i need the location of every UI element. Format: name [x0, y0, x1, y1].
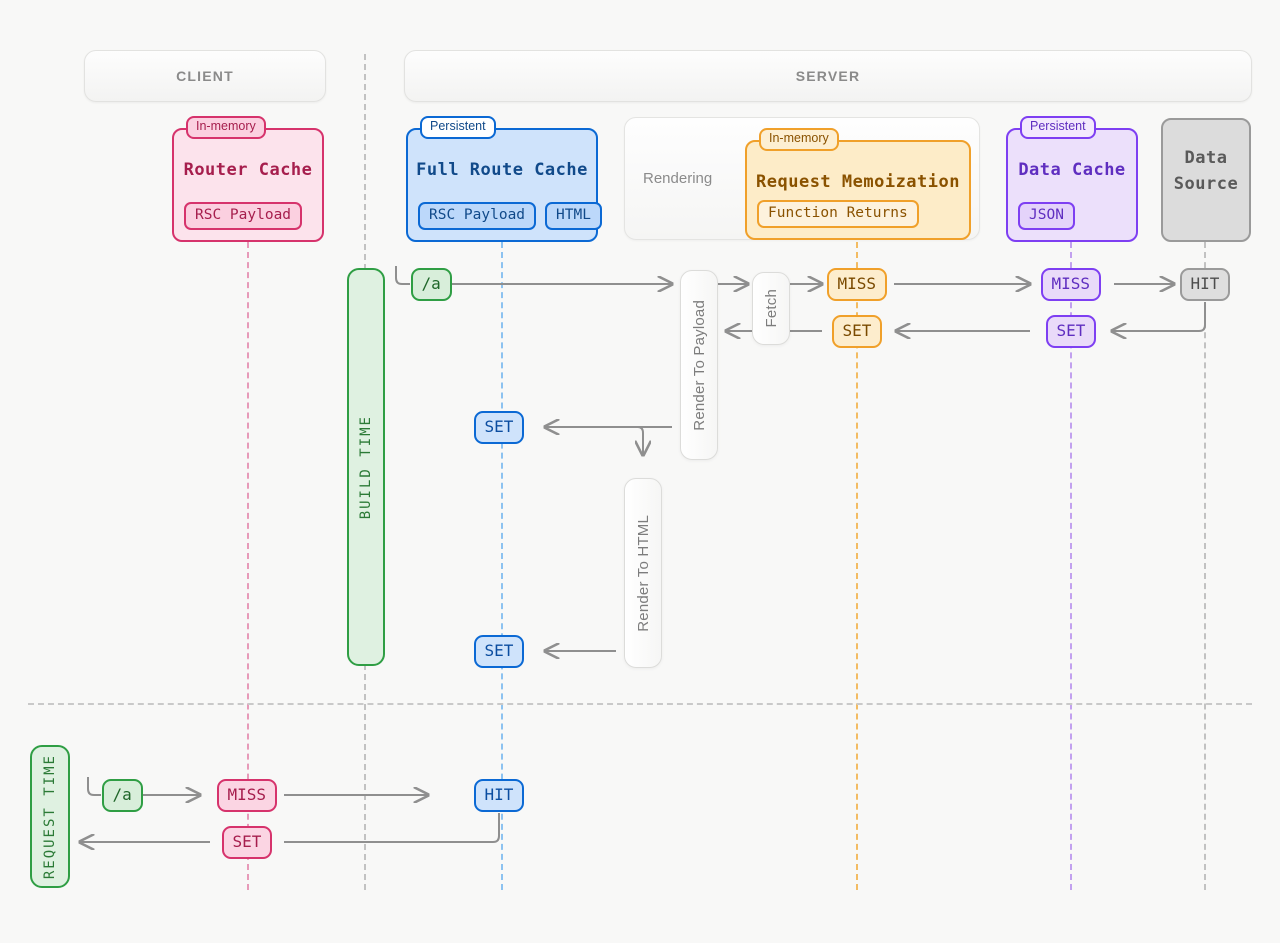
render-to-html-box: Render To HTML: [624, 478, 662, 668]
full-route-cache-card-badge-tag: Persistent: [420, 116, 496, 139]
request-memoization-card-chip: Function Returns: [757, 199, 919, 228]
build-frc-set-payload-badge: SET: [473, 410, 525, 444]
build-datacache-miss-badge: MISS: [1040, 267, 1102, 301]
data-source-lifeline: [1204, 242, 1206, 890]
data-cache-card-chip: JSON: [1018, 201, 1075, 230]
request-memoization-lifeline: [856, 242, 858, 890]
zone-header-label: SERVER: [795, 68, 861, 84]
build-datacache-set-badge: SET: [1045, 314, 1097, 348]
full-route-cache-card-chip: RSC Payload: [418, 201, 537, 230]
build-time-rail: BUILD TIME: [347, 268, 385, 666]
request-router-set-badge: SET: [221, 825, 273, 859]
full-route-cache-card-chip: HTML: [545, 201, 602, 230]
data-source-title: Data Source: [1173, 148, 1239, 194]
full-route-cache-card-title: Full Route Cache: [416, 160, 588, 180]
build-route-badge: /a: [410, 267, 452, 301]
data-cache-card-badge-tag: Persistent: [1020, 116, 1096, 139]
request-memoization-card-title: Request Memoization: [756, 172, 960, 192]
build-memo-miss-badge: MISS: [826, 267, 888, 301]
render-to-html-box-label: Render To HTML: [634, 514, 652, 632]
build-time-rail-label: BUILD TIME: [358, 414, 374, 520]
data-cache-card-title: Data Cache: [1018, 160, 1126, 180]
render-to-payload-box: Render To Payload: [680, 270, 718, 460]
phase-divider: [28, 703, 1252, 705]
render-to-payload-box-label: Render To Payload: [690, 299, 708, 431]
full-route-cache-lifeline: [501, 242, 503, 890]
router-cache-card-title: Router Cache: [183, 160, 313, 180]
request-time-rail-label: REQUEST TIME: [42, 753, 58, 880]
router-cache-lifeline: [247, 242, 249, 890]
fetch-box-label: Fetch: [762, 289, 780, 328]
router-cache-card-chip: RSC Payload: [184, 201, 303, 230]
request-route-badge: /a: [101, 778, 143, 812]
data-cache-lifeline: [1070, 242, 1072, 890]
build-memo-set-badge: SET: [831, 314, 883, 348]
request-frc-hit-badge: HIT: [473, 778, 525, 812]
request-time-rail: REQUEST TIME: [30, 745, 70, 888]
build-frc-set-html-badge: SET: [473, 634, 525, 668]
zone-header-client: CLIENT: [84, 50, 326, 102]
router-cache-card-badge-tag: In-memory: [186, 116, 266, 139]
rendering-label: Rendering: [643, 170, 713, 187]
fetch-box: Fetch: [752, 272, 790, 345]
request-memoization-card-badge-tag: In-memory: [759, 128, 839, 151]
build-datasource-hit-badge: HIT: [1179, 267, 1231, 301]
data-source-card: Data Source: [1161, 118, 1251, 242]
request-router-miss-badge: MISS: [216, 778, 278, 812]
zone-header-label: CLIENT: [176, 68, 234, 84]
zone-header-server: SERVER: [404, 50, 1252, 102]
